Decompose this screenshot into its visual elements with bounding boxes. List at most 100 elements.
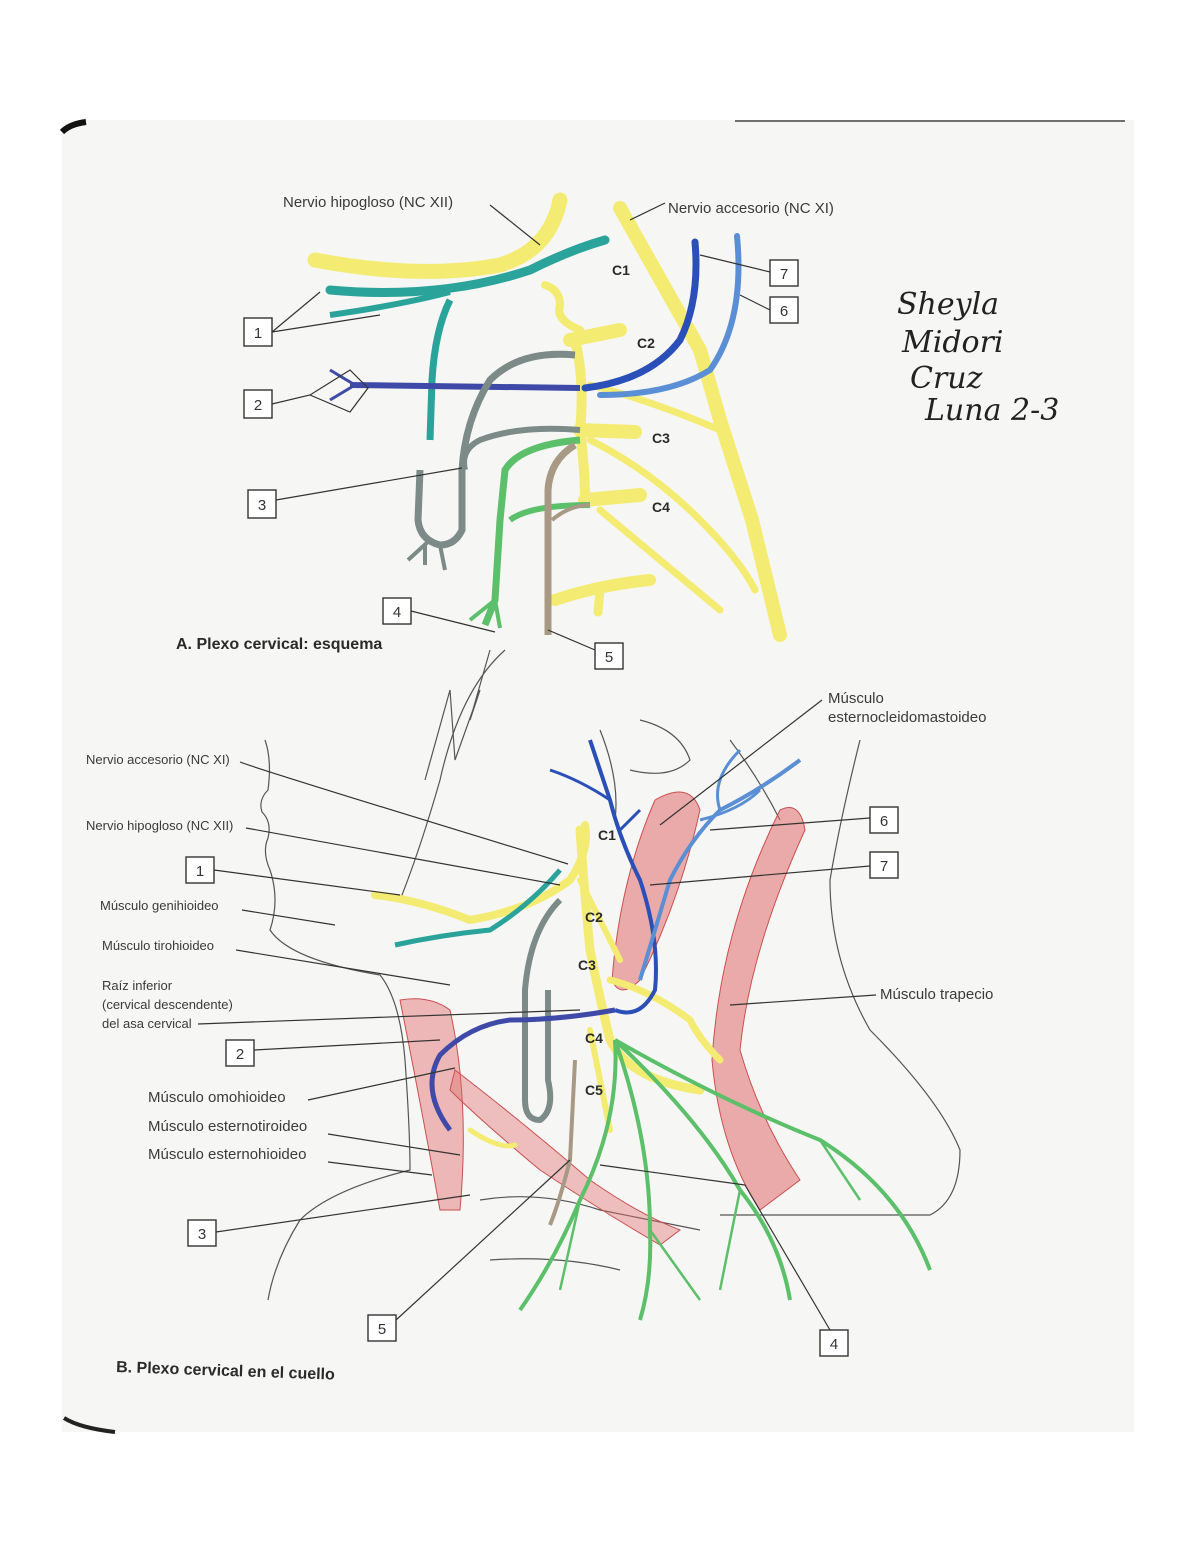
green-twigs-b: [558, 1139, 862, 1301]
neck-outline-left: [260, 739, 411, 1301]
plexus-trunk-a: [570, 335, 590, 505]
callout-box-6-a: 6: [739, 294, 799, 324]
callout-box-4-a: 4: [382, 597, 496, 633]
diagram-a: C1 C2 C3 C4 Nervio hipogloso (NC XII) Ne…: [176, 192, 834, 670]
page-corner-mark: [59, 119, 87, 135]
page-bottom-corner-mark: [62, 1416, 116, 1434]
omohyoid-leader: [307, 1067, 456, 1101]
dark-blue-nerve-b: [588, 739, 658, 1015]
hand-line-1: Sheyla: [897, 287, 999, 322]
svg-text:3: 3: [198, 1226, 206, 1243]
accessory-nerve-a: [613, 201, 787, 642]
mandible-outline: [399, 649, 506, 901]
yellow-branch-b4: [467, 1127, 518, 1149]
hand-line-3: Cruz: [910, 361, 983, 396]
trapezius-leader: [729, 994, 877, 1006]
inferior-root-label-3: del asa cervical: [102, 1016, 192, 1031]
hypoglossal-leader-b: [245, 827, 561, 886]
callout-box-1-b: 1: [185, 856, 401, 896]
dark-blue-branches-b: [549, 768, 642, 832]
callout-box-3-b: 3: [187, 1194, 471, 1247]
segment-label-c3-b: C3: [578, 957, 596, 973]
jaw-detail: [424, 649, 491, 781]
teal-branch-box1: [329, 289, 451, 318]
inferior-root-b: [429, 1007, 616, 1132]
svg-text:7: 7: [880, 858, 888, 875]
svg-text:2: 2: [254, 397, 262, 414]
hand-line-2: Midori: [901, 325, 1004, 360]
skull-outline: [729, 739, 781, 821]
segment-label-c4-b: C4: [585, 1030, 603, 1046]
scm-label-2: esternocleidomastoideo: [828, 709, 986, 726]
svg-text:5: 5: [605, 649, 613, 666]
back-neck-outline: [720, 739, 961, 1216]
green-branch-b2: [613, 1039, 653, 1321]
svg-text:1: 1: [254, 325, 262, 342]
callout-box-5-a: 5: [547, 629, 624, 670]
dark-blue-nerve-7: [581, 238, 700, 392]
svg-text:7: 7: [780, 266, 788, 283]
inferior-root-label-1: Raíz inferior: [102, 978, 173, 993]
green-branch-b3: [613, 1038, 792, 1301]
accessory-leader-b: [239, 761, 569, 865]
c1-loop-a: [541, 281, 584, 334]
callout-box-7-b: 7: [649, 851, 899, 886]
segment-label-c1-a: C1: [612, 262, 630, 278]
yellow-branch-b2: [577, 877, 623, 963]
segment-label-c1-b: C1: [598, 827, 616, 843]
scm-label-1: Músculo: [828, 690, 884, 707]
green-branch-b1: [518, 1039, 618, 1312]
svg-text:4: 4: [830, 1336, 838, 1353]
callout-box-2-a: 2: [243, 369, 369, 419]
callout-box-1-a: 1: [243, 291, 381, 347]
geniohyoid-label: Músculo genihioideo: [100, 898, 219, 913]
ansa-gray-b: [522, 897, 563, 1124]
svg-text:2: 2: [236, 1046, 244, 1063]
thyrohyoid-leader: [235, 949, 451, 986]
handwritten-name: Sheyla Midori Cruz Luna 2-3: [897, 287, 1059, 428]
segment-label-c4-a: C4: [652, 499, 670, 515]
yellow-branch-b1: [606, 976, 724, 1064]
hypoglossal-nerve-a: [307, 192, 568, 279]
sky-blue-nerve-b: [638, 758, 802, 981]
caption-b: B. Plexo cervical en el cuello: [116, 1359, 335, 1384]
sternohyoid-label: Músculo esternohioideo: [148, 1146, 306, 1163]
teal-branch-b: [394, 868, 562, 948]
omohyoid-label: Músculo omohioideo: [148, 1089, 286, 1106]
callout-box-5-b: 5: [367, 1159, 571, 1342]
c4-root-a: [578, 488, 647, 507]
scm-leader: [659, 699, 823, 826]
diagram-b: C1 C2 C3 C4 C5 Nervio accesorio (NC XI) …: [86, 649, 993, 1384]
superior-root-a: [426, 298, 454, 441]
segment-label-c3-a: C3: [652, 430, 670, 446]
brown-c4-link-a: [550, 503, 591, 522]
svg-text:6: 6: [780, 303, 788, 320]
svg-text:3: 3: [258, 497, 266, 514]
gray-c3-branch-a: [461, 425, 581, 471]
sternothyroid-leader: [327, 1133, 461, 1156]
callout-box-2-b: 2: [225, 1039, 441, 1067]
sky-blue-nerve-6: [597, 233, 742, 398]
trapezius-label: Músculo trapecio: [880, 986, 993, 1003]
segment-label-c5-b: C5: [585, 1082, 603, 1098]
trapezius-muscle: [711, 807, 806, 1211]
green-tips-a: [468, 598, 502, 629]
hypoglossal-leader-a: [489, 204, 541, 246]
callout-box-3-a: 3: [247, 467, 463, 519]
yellow-branch-a2: [586, 436, 759, 594]
ear-outline: [599, 719, 691, 821]
svg-text:5: 5: [378, 1321, 386, 1338]
green-branch-b4: [614, 1038, 932, 1271]
segment-label-c2-a: C2: [637, 335, 655, 351]
hypoglossal-label-a: Nervio hipogloso (NC XII): [283, 194, 453, 211]
hand-line-4: Luna 2-3: [924, 393, 1059, 428]
sky-blue-branches-b: [699, 748, 762, 822]
accessory-label-a: Nervio accesorio (NC XI): [668, 200, 834, 217]
hypoglossal-label-b: Nervio hipogloso (NC XII): [86, 818, 233, 833]
inferior-root-leader: [197, 1009, 581, 1025]
geniohyoid-leader: [241, 909, 336, 926]
svg-text:4: 4: [393, 604, 401, 621]
omohyoid-muscle: [449, 1069, 682, 1246]
yellow-lower-tip-a: [593, 585, 605, 617]
